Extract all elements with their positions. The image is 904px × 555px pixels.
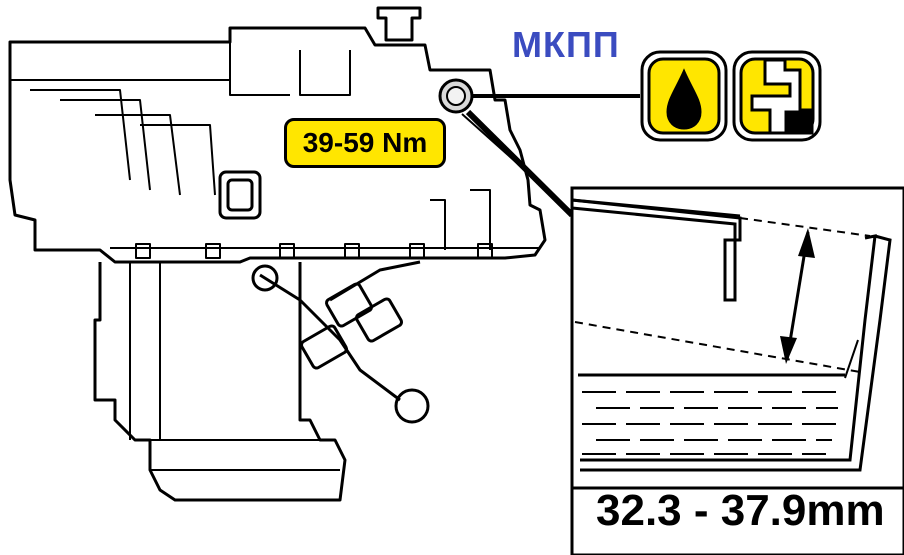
oil-waves: [582, 391, 840, 455]
level-detail-box: [570, 186, 904, 555]
oil-level-range: 32.3 - 37.9mm: [596, 486, 885, 535]
torque-spec-badge: 39-59 Nm: [284, 118, 446, 168]
detail-leader-bottom: [461, 113, 573, 213]
oil-drop-icon: [640, 50, 728, 142]
detail-leader-top: [465, 109, 575, 218]
fill-plug-icon: [732, 50, 822, 142]
lower-housing: [93, 262, 347, 502]
transmission-title: МКПП: [512, 24, 620, 65]
transmission-housing: [8, 26, 547, 264]
